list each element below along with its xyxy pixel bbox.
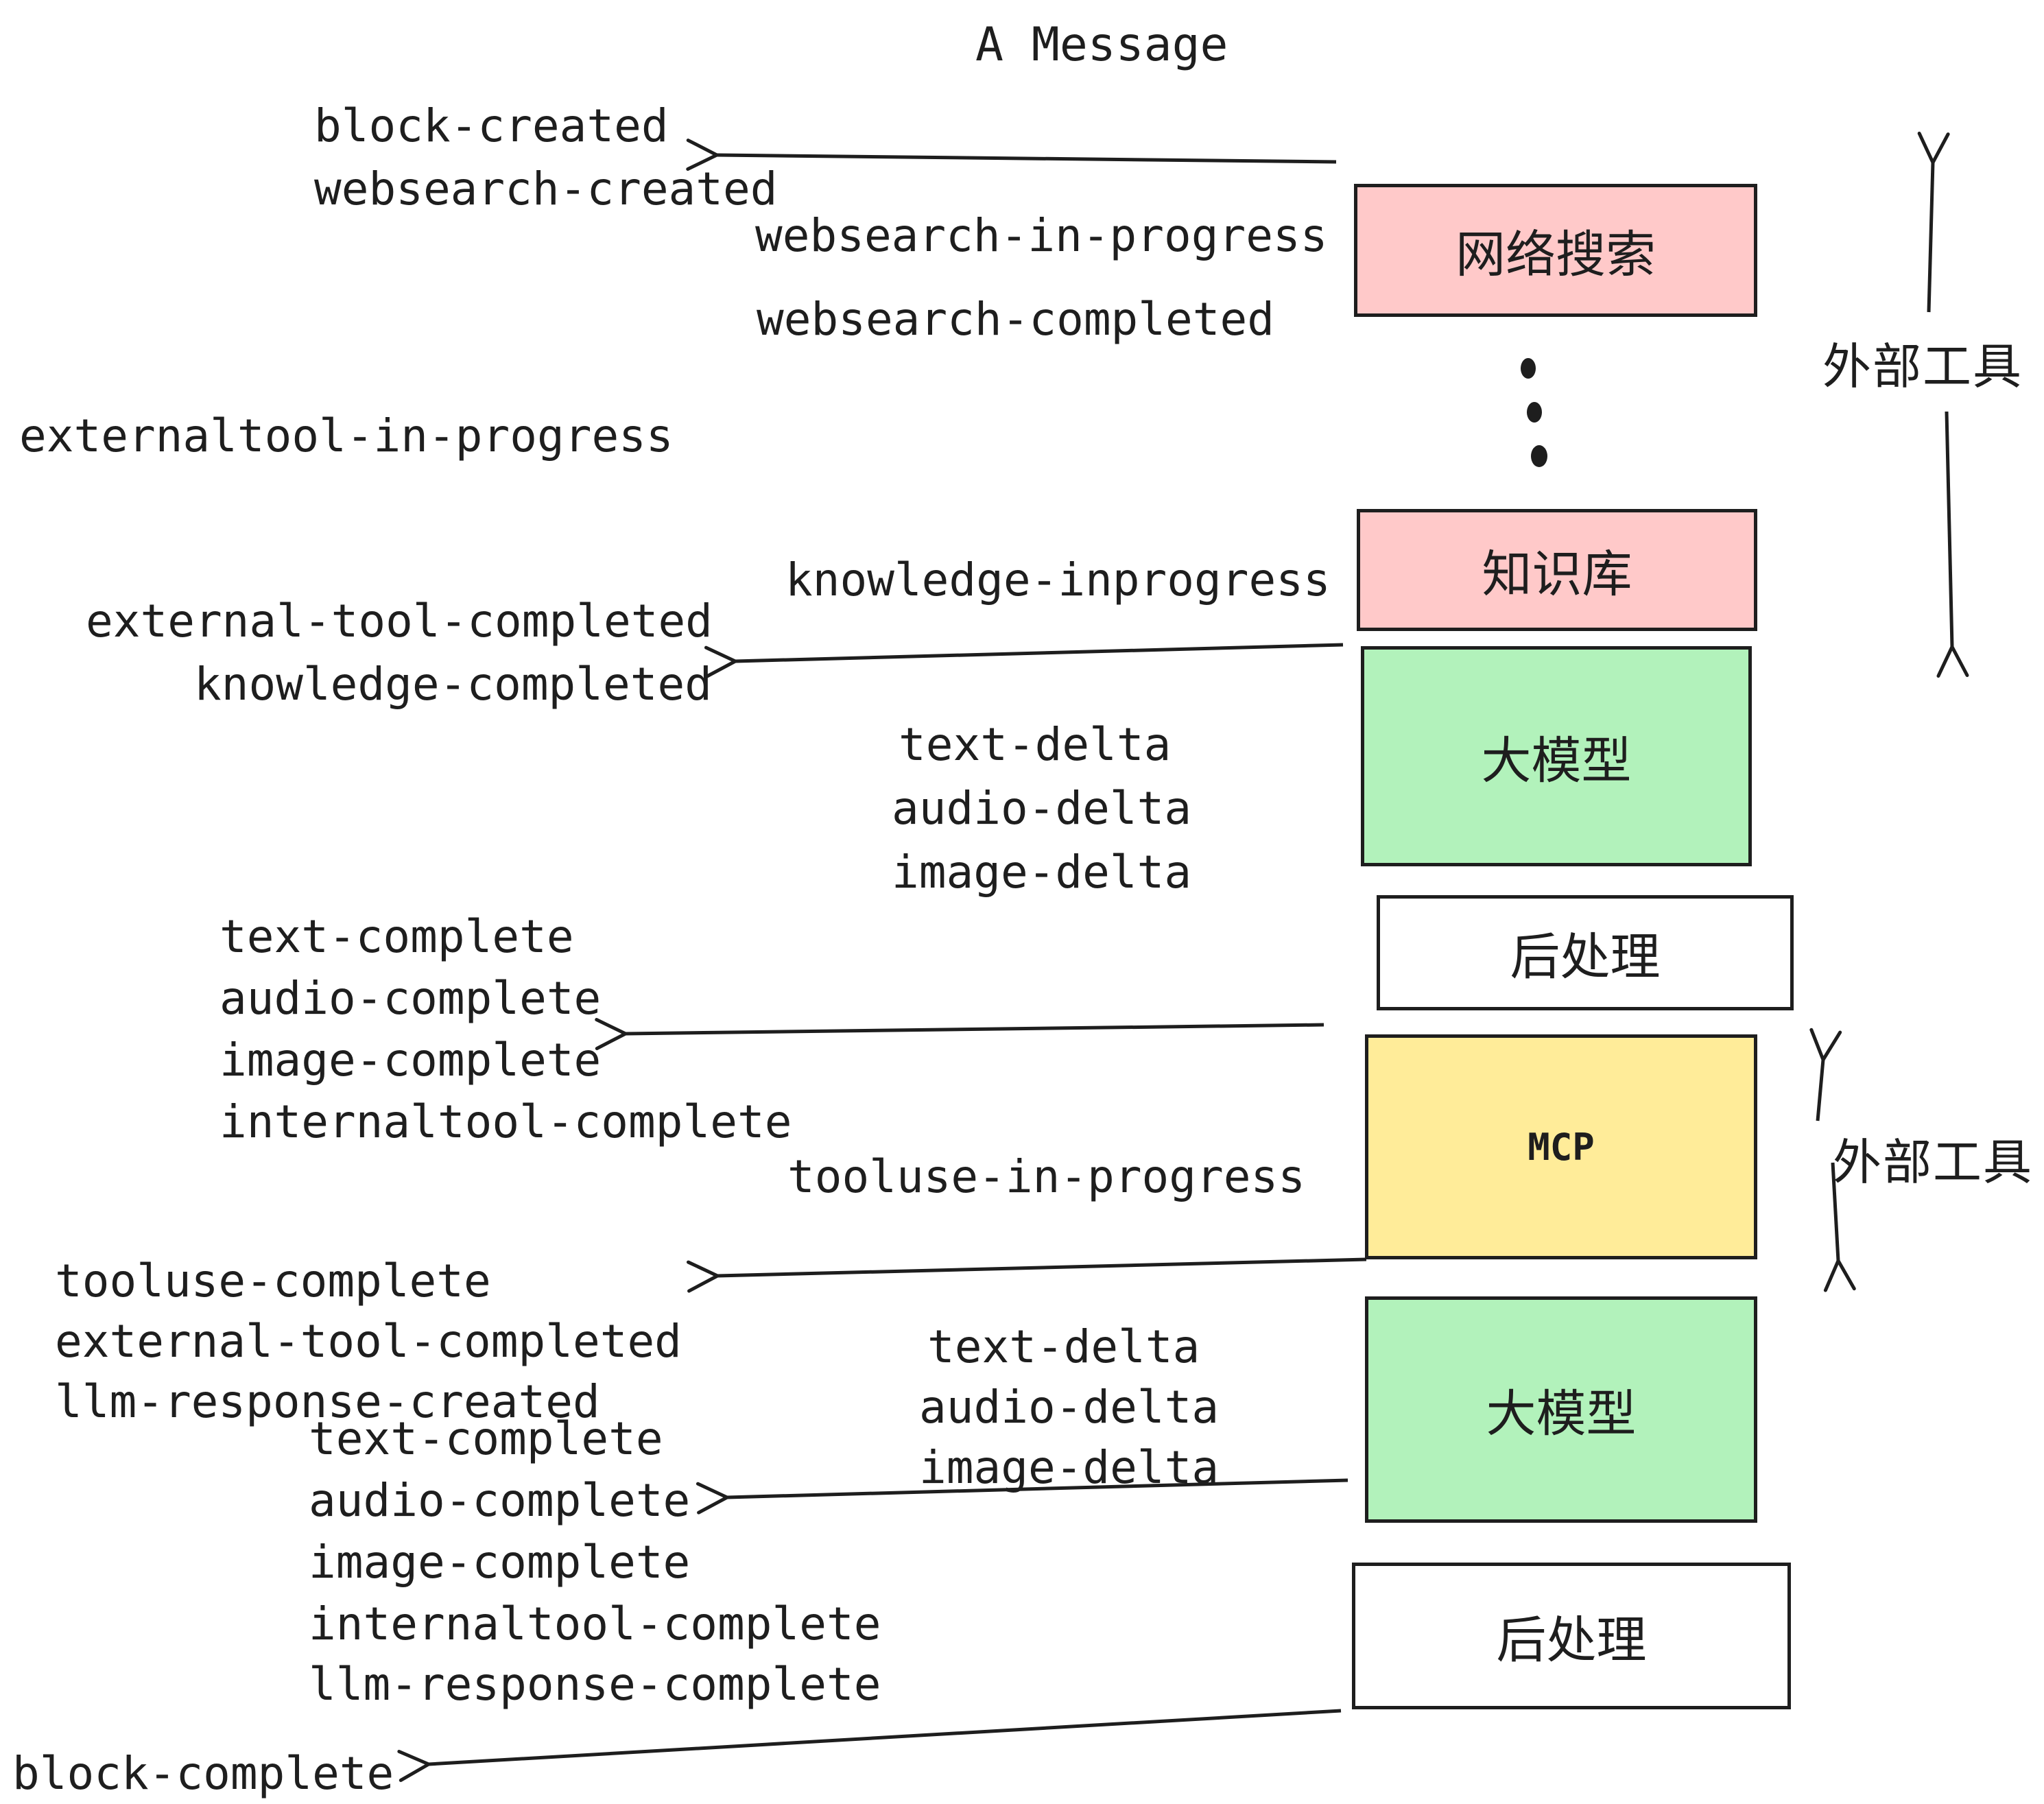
event-knowledge-inprogress: knowledge-inprogress <box>785 554 1331 606</box>
event-image-delta-1: image-delta <box>892 846 1192 899</box>
event-image-complete-1: image-complete <box>219 1034 602 1087</box>
event-websearch-completed: websearch-completed <box>757 293 1274 346</box>
ellipsis-dot <box>1531 445 1547 467</box>
ellipsis-dot <box>1527 402 1542 423</box>
event-websearch-created: websearch-created <box>314 163 778 215</box>
event-llm-response-complete: llm-response-complete <box>309 1658 881 1711</box>
event-llm-response-created: llm-response-created <box>55 1375 600 1428</box>
event-block-complete: block-complete <box>12 1747 394 1800</box>
event-tooluse-in-progress: tooluse-in-progress <box>787 1150 1305 1203</box>
box-postprocess-1: 后处理 <box>1377 895 1794 1010</box>
box-websearch: 网络搜索 <box>1354 184 1757 317</box>
event-audio-delta-2: audio-delta <box>919 1381 1220 1434</box>
event-audio-complete-1: audio-complete <box>219 972 602 1025</box>
event-text-delta-1: text-delta <box>899 718 1172 771</box>
arrow-internal-complete-2 <box>696 1478 1348 1515</box>
external-tools-label-2: 外部工具 <box>1833 1136 2034 1190</box>
event-knowledge-completed: knowledge-completed <box>194 658 712 711</box>
event-text-complete-1: text-complete <box>219 910 574 963</box>
external-tools-down-arrow-1 <box>1936 411 1969 678</box>
diagram-title: A Message <box>975 18 1228 72</box>
event-tooluse-complete: tooluse-complete <box>55 1255 491 1307</box>
event-internaltool-complete-2: internaltool-complete <box>309 1598 881 1650</box>
box-mcp: MCP <box>1365 1034 1757 1259</box>
external-tools-up-arrow-1 <box>1917 131 1950 313</box>
event-internaltool-complete-1: internaltool-complete <box>219 1095 792 1148</box>
event-external-tool-completed-1: external-tool-completed <box>86 595 713 648</box>
arrow-block-created <box>686 139 1337 171</box>
event-websearch-in-progress: websearch-in-progress <box>755 209 1328 262</box>
ellipsis-dot <box>1521 358 1536 379</box>
event-block-created: block-created <box>314 99 669 152</box>
arrow-block-complete <box>397 1709 1342 1782</box>
external-tools-down-arrow-2 <box>1823 1162 1856 1292</box>
event-audio-complete-2: audio-complete <box>309 1474 691 1527</box>
box-postprocess-2: 后处理 <box>1352 1563 1791 1709</box>
external-tools-label-1: 外部工具 <box>1822 340 2023 394</box>
arrow-internal-complete-1 <box>595 1018 1324 1051</box>
box-llm-1: 大模型 <box>1361 646 1752 866</box>
event-image-delta-2: image-delta <box>919 1441 1220 1494</box>
arrow-tooluse-complete <box>686 1257 1367 1293</box>
box-llm-2: 大模型 <box>1365 1296 1757 1523</box>
event-image-complete-2: image-complete <box>309 1536 691 1589</box>
event-audio-delta-1: audio-delta <box>892 782 1192 835</box>
event-text-delta-2: text-delta <box>927 1320 1200 1373</box>
box-knowledge-base: 知识库 <box>1357 509 1757 631</box>
event-text-complete-2: text-complete <box>309 1412 663 1465</box>
external-tools-up-arrow-2 <box>1809 1028 1842 1121</box>
event-external-tool-completed-2: external-tool-completed <box>55 1315 682 1368</box>
arrow-knowledge-completed <box>704 643 1344 678</box>
event-externaltool-in-progress: externaltool-in-progress <box>19 410 674 462</box>
